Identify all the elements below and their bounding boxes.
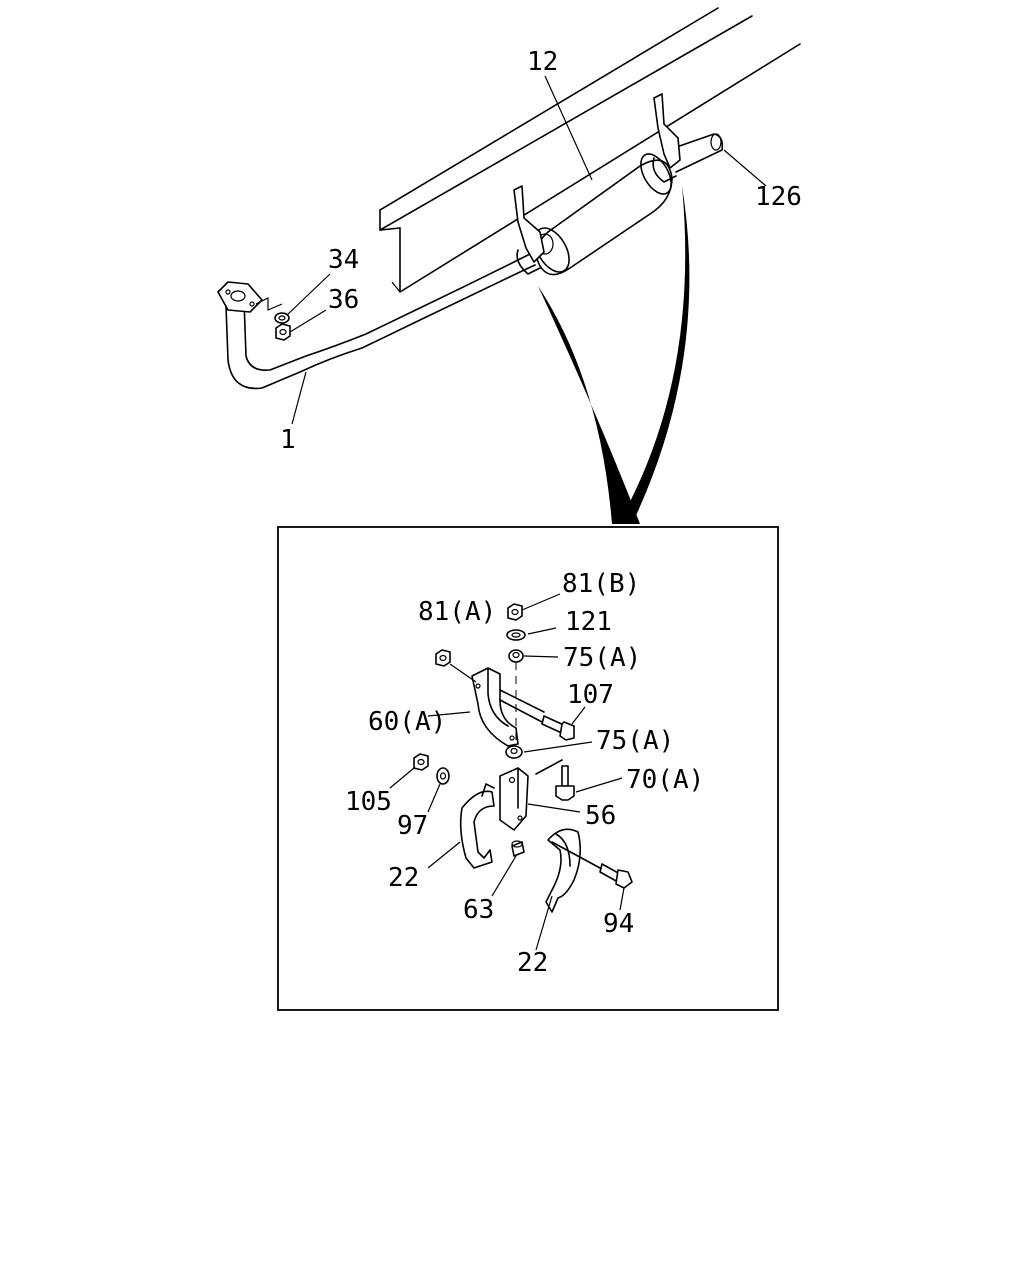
label-34: 34	[328, 245, 359, 275]
label-12: 12	[527, 47, 558, 77]
bushing-75a-top	[508, 649, 524, 663]
label-107: 107	[567, 680, 614, 710]
detail-box	[277, 526, 779, 1011]
label-63: 63	[463, 895, 494, 925]
label-75a-bottom: 75(A)	[596, 726, 674, 756]
clamp-22-bottom	[545, 828, 601, 913]
label-60a: 60(A)	[368, 707, 446, 737]
bolt-107	[541, 715, 575, 741]
bolt-70a	[555, 765, 575, 801]
label-121: 121	[565, 607, 612, 637]
washer-121	[506, 629, 526, 641]
exhaust-flange	[217, 281, 263, 313]
hanger-rear	[652, 93, 681, 183]
washer-97	[436, 767, 450, 785]
flange-washer-34	[274, 312, 290, 324]
bracket-60a	[471, 667, 545, 747]
label-81b: 81(B)	[562, 569, 640, 599]
nut-81b	[507, 603, 523, 621]
muffler	[534, 133, 724, 276]
upper-leaders	[285, 75, 767, 425]
label-105: 105	[345, 787, 392, 817]
flange-nut-36	[275, 323, 291, 341]
clamp-22-left	[459, 783, 495, 869]
detail-leaders	[389, 593, 625, 951]
pin-63	[511, 840, 525, 857]
nut-81a	[435, 649, 451, 667]
label-97: 97	[397, 811, 428, 841]
bolt-94	[599, 863, 633, 889]
label-22-bottom: 22	[517, 948, 548, 978]
bracket-56	[499, 759, 563, 831]
label-75a-top: 75(A)	[563, 643, 641, 673]
label-81a: 81(A)	[418, 597, 496, 627]
label-56: 56	[585, 801, 616, 831]
label-126: 126	[755, 182, 802, 212]
hanger-front	[513, 185, 545, 275]
front-pipe	[217, 251, 536, 390]
nut-105	[413, 753, 429, 771]
bushing-75a-bottom	[505, 745, 523, 759]
label-70a: 70(A)	[626, 765, 704, 795]
label-36: 36	[328, 285, 359, 315]
label-1: 1	[280, 425, 296, 455]
label-94: 94	[603, 909, 634, 939]
detail-callout-arrow	[538, 186, 690, 524]
label-22-left: 22	[388, 863, 419, 893]
